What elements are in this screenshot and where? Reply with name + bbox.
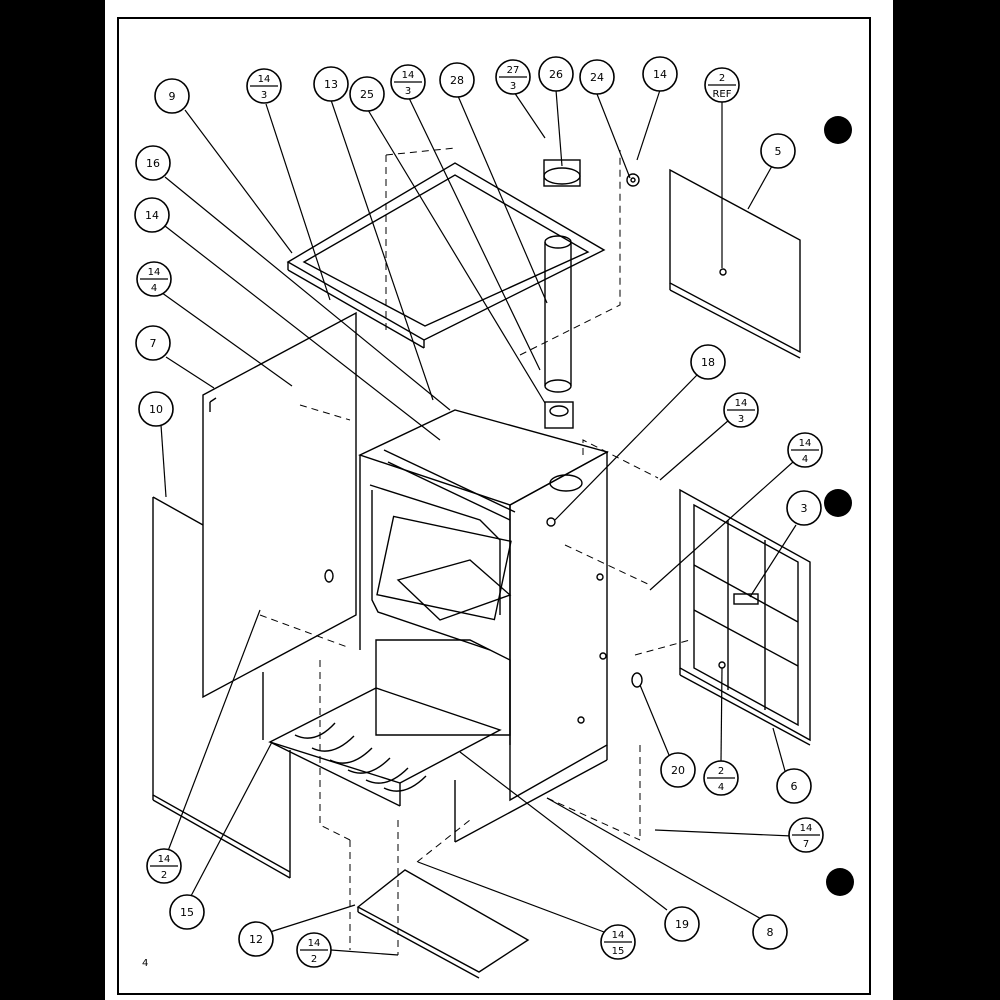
callout-25: 25 [349,76,385,112]
svg-text:14: 14 [653,68,667,81]
callout-7: 7 [135,325,171,361]
callout-14: 14 [134,197,170,233]
callout-14-3: 14 3 [390,64,426,100]
grommet-small-part [631,672,643,688]
svg-text:15: 15 [612,946,625,957]
blower-deck-part [262,639,511,807]
svg-text:25: 25 [360,88,374,101]
leader-lines [157,89,797,956]
svg-text:3: 3 [801,502,808,515]
svg-text:5: 5 [775,145,782,158]
svg-text:14: 14 [612,930,625,941]
callout-19: 19 [664,906,700,942]
svg-text:27: 27 [507,65,520,76]
callout-5: 5 [760,133,796,169]
callout-6: 6 [776,768,812,804]
svg-text:14: 14 [402,70,415,81]
callout-2-ref: 2 REF [704,67,740,103]
callout-14-2: 14 2 [296,932,332,968]
svg-text:14: 14 [308,938,321,949]
svg-text:2: 2 [718,766,724,777]
svg-text:3: 3 [738,414,744,425]
callout-2-4: 2 4 [703,760,739,796]
callout-14-2: 14 2 [146,848,182,884]
svg-text:18: 18 [701,356,715,369]
svg-text:19: 19 [675,918,689,931]
svg-text:4: 4 [151,283,157,294]
callout-14-3: 14 3 [246,68,282,104]
punch-hole-top [824,116,852,144]
svg-text:4: 4 [718,782,724,793]
svg-text:26: 26 [549,68,563,81]
svg-text:3: 3 [261,90,267,101]
callout-3: 3 [786,490,822,526]
callout-16: 16 [135,145,171,181]
callout-20: 20 [660,752,696,788]
callout-8: 8 [752,914,788,950]
svg-text:6: 6 [791,780,798,793]
svg-text:14: 14 [148,267,161,278]
bottom-plate-part [356,869,530,979]
back-left-panel-part [152,496,291,879]
svg-text:3: 3 [510,81,516,92]
callout-14-4: 14 4 [787,432,823,468]
svg-text:24: 24 [590,71,604,84]
svg-text:4: 4 [802,454,808,465]
assembly-hidden-lines [259,147,691,955]
svg-text:20: 20 [671,764,685,777]
svg-text:16: 16 [146,157,160,170]
svg-text:2: 2 [719,73,725,84]
svg-text:14: 14 [735,398,748,409]
callout-18: 18 [690,344,726,380]
svg-text:15: 15 [180,906,194,919]
callout-14: 14 [642,56,678,92]
callout-26: 26 [538,56,574,92]
svg-text:3: 3 [405,86,411,97]
vent-grommet-part [626,173,640,187]
callout-28: 28 [439,62,475,98]
svg-text:REF: REF [712,89,731,100]
flue-pipe-part [543,159,581,429]
callout-15: 15 [169,894,205,930]
punch-hole-bottom [826,868,854,896]
left-side-panel-part [202,311,357,699]
svg-text:14: 14 [258,74,271,85]
front-door-panel-part [679,488,811,746]
svg-text:9: 9 [169,90,176,103]
top-panel-part [286,162,606,349]
svg-text:8: 8 [767,926,774,939]
svg-text:14: 14 [158,854,171,865]
page-number: 4 [142,958,148,969]
svg-text:13: 13 [324,78,338,91]
svg-text:7: 7 [150,337,157,350]
sheet-border [117,17,871,995]
callout-12: 12 [238,921,274,957]
callout-14-3: 14 3 [723,392,759,428]
callout-10: 10 [138,391,174,427]
callout-14-4: 14 4 [136,261,172,297]
punch-hole-middle [824,489,852,517]
svg-text:2: 2 [311,954,317,965]
callout-24: 24 [579,59,615,95]
svg-text:10: 10 [149,403,163,416]
svg-text:12: 12 [249,933,263,946]
callout-14-15: 14 15 [600,924,636,960]
svg-text:14: 14 [800,823,813,834]
svg-text:7: 7 [803,839,809,850]
svg-text:14: 14 [145,209,159,222]
svg-text:14: 14 [799,438,812,449]
callout-9: 9 [154,78,190,114]
svg-text:28: 28 [450,74,464,87]
svg-text:2: 2 [161,870,167,881]
callout-27-3: 27 3 [495,59,531,95]
callout-14-7: 14 7 [788,817,824,853]
right-top-panel-part [669,168,801,359]
callout-13: 13 [313,66,349,102]
